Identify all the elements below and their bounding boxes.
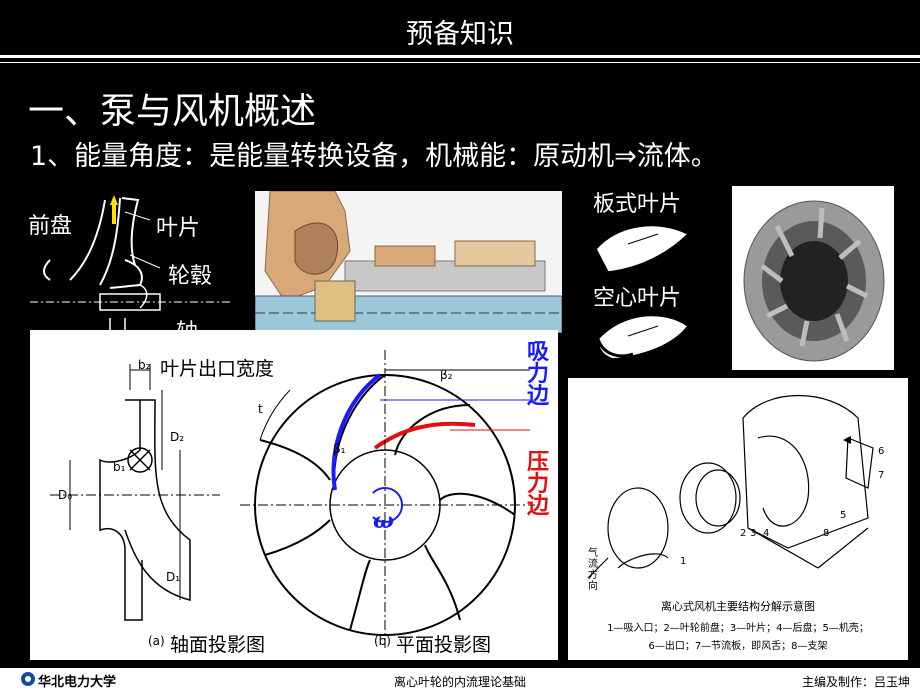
section-subheading: 1、能量角度：是能量转换设备，机械能：原动机⇒流体。 bbox=[30, 141, 718, 172]
label-plate-blade: 板式叶片 bbox=[593, 192, 682, 217]
label-hub: 轮毂 bbox=[168, 264, 213, 289]
fan-impeller-photo bbox=[732, 186, 894, 370]
university-name: 华北电力大学 bbox=[38, 675, 117, 690]
label-d0: D₀ bbox=[58, 488, 73, 502]
outlet-arrow-icon bbox=[843, 436, 851, 444]
fan-num-5: 5 bbox=[840, 510, 847, 521]
footer-bar bbox=[0, 668, 920, 690]
label-b1: b₁ bbox=[113, 460, 126, 474]
slide-title: 预备知识 bbox=[406, 19, 514, 50]
flow-arrow-icon bbox=[110, 195, 118, 205]
footer-author: 主编及制作：吕玉坤 bbox=[801, 675, 910, 689]
plate-blade-sketch bbox=[595, 224, 690, 273]
fan-num-1: 1 bbox=[680, 556, 687, 567]
label-beta1: β₁ bbox=[333, 442, 346, 456]
fan-num-2: 2 bbox=[740, 528, 747, 539]
fan-num-8: 8 bbox=[823, 528, 830, 539]
caption-b-prefix: (b) bbox=[374, 634, 391, 648]
header-rule-thin bbox=[0, 62, 920, 63]
fan-num-6: 6 bbox=[878, 446, 885, 457]
fan-num-4: 4 bbox=[763, 528, 770, 539]
fan-caption-title: 离心式风机主要结构分解示意图 bbox=[661, 600, 815, 613]
caption-a: 轴面投影图 bbox=[170, 634, 266, 656]
rotation-arrow-icon bbox=[372, 487, 404, 523]
label-pressure-side: 压力边 bbox=[526, 450, 549, 519]
label-front-plate: 前盘 bbox=[28, 214, 73, 239]
section-heading: 一、泵与风机概述 bbox=[28, 91, 317, 132]
label-hollow-blade: 空心叶片 bbox=[593, 286, 682, 311]
caption-b: 平面投影图 bbox=[396, 634, 492, 656]
label-b2: b₂ bbox=[138, 358, 151, 372]
airflow-label: 气流方向 bbox=[588, 548, 598, 592]
fan-caption-line1: 1—吸入口；2—叶轮前盘；3—叶片；4—后盘；5—机壳； bbox=[607, 623, 869, 634]
pump-section-image bbox=[255, 191, 562, 333]
footer-course-title: 离心叶轮的内流理论基础 bbox=[393, 675, 526, 689]
pressure-side-curve bbox=[373, 421, 476, 450]
label-b2-text: 叶片出口宽度 bbox=[160, 358, 275, 380]
impeller-projection-panel: b₂ 叶片出口宽度 b₁ D₀ D₁ D₂ β₁ β₂ t ω 吸力边 压力边 … bbox=[30, 330, 558, 660]
fan-num-3: 3 bbox=[750, 528, 757, 539]
university-logo-icon bbox=[21, 672, 35, 686]
fan-num-7: 7 bbox=[878, 470, 885, 481]
label-beta2: β₂ bbox=[440, 368, 453, 382]
hollow-blade-sketch bbox=[596, 314, 690, 360]
caption-a-prefix: (a) bbox=[148, 634, 165, 648]
fan-exploded-panel: 6 7 5 8 2 3 4 1 气流方向 离心式风机主要结构分解示意图 1—吸入… bbox=[568, 378, 908, 660]
label-t: t bbox=[258, 402, 263, 416]
fan-caption-line2: 6—出口；7—节流板，即风舌；8—支架 bbox=[648, 641, 828, 652]
label-suction-side: 吸力边 bbox=[526, 340, 549, 409]
suction-side-curve bbox=[331, 373, 382, 491]
label-d2: D₂ bbox=[170, 430, 185, 444]
label-d1: D₁ bbox=[166, 570, 181, 584]
header-rule-thick bbox=[0, 55, 920, 58]
label-omega: ω bbox=[373, 508, 394, 534]
label-blade: 叶片 bbox=[156, 216, 201, 241]
